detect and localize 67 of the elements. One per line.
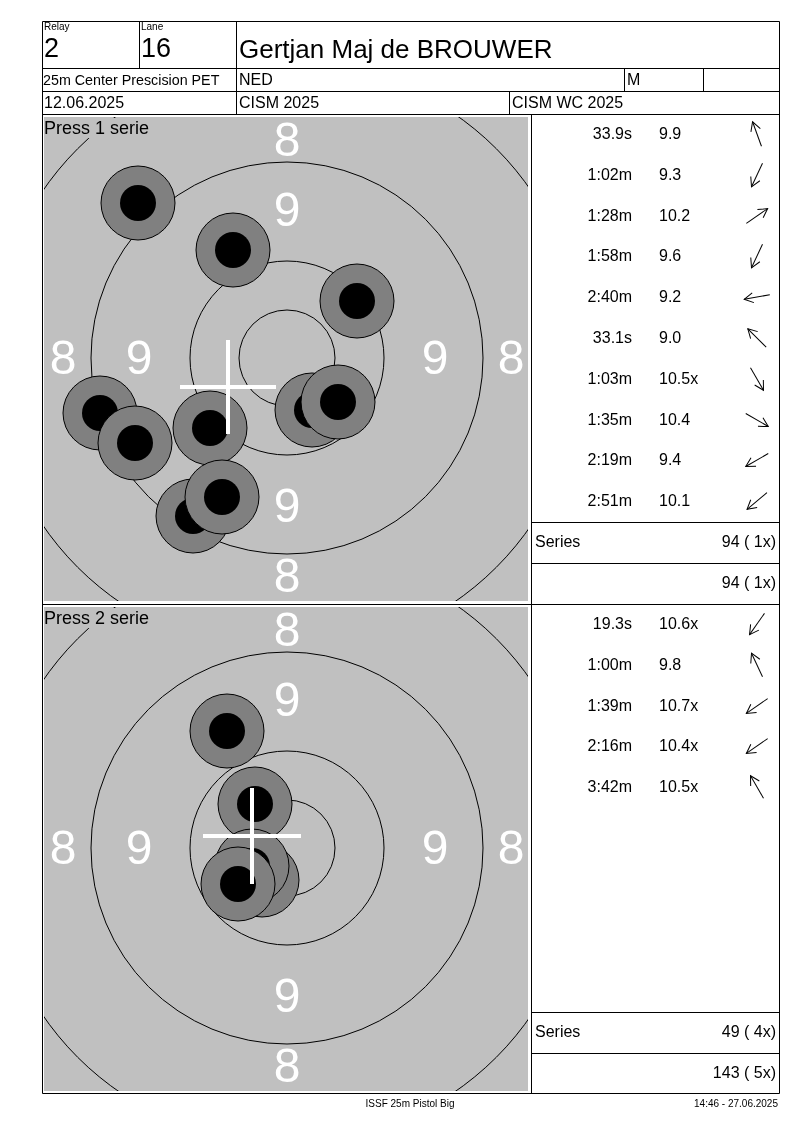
ring-number: 8 — [272, 602, 302, 658]
shot-time: 1:03m — [586, 368, 632, 389]
shot-score: 9.3 — [659, 164, 683, 185]
footer-text: ISSF 25m Pistol Big — [364, 1097, 456, 1110]
shot-time: 1:28m — [586, 205, 632, 226]
ring-number: 8 — [496, 330, 526, 386]
ring-number: 8 — [496, 820, 526, 876]
shot-time: 1:00m — [586, 654, 632, 675]
shot-time: 1:39m — [586, 695, 632, 716]
ring-number: 8 — [272, 1038, 302, 1094]
ring-number: 8 — [48, 820, 78, 876]
shot-time: 2:40m — [586, 287, 632, 308]
ring-number: 8 — [272, 112, 302, 168]
series-title: Press 1 serie — [44, 118, 152, 138]
shot-score: 9.2 — [659, 287, 683, 308]
running-total: 94 ( 1x) — [720, 573, 776, 593]
series-title: Press 2 serie — [44, 608, 152, 628]
shot-time: 33.1s — [591, 328, 632, 348]
shot-score: 10.5x — [659, 368, 700, 389]
nation-code: NED — [239, 70, 274, 90]
shot-time: 2:16m — [586, 736, 632, 757]
shot-score: 9.4 — [659, 450, 683, 471]
shot-score: 10.5x — [659, 777, 700, 798]
shot-score: 9.6 — [659, 246, 683, 267]
ring-number: 9 — [272, 182, 302, 238]
ring-number: 9 — [272, 968, 302, 1024]
ring-number: 9 — [272, 478, 302, 534]
event-name: 25m Center Prescision PET — [43, 71, 221, 90]
match-date: 12.06.2025 — [44, 93, 126, 113]
ring-number: 9 — [420, 330, 450, 386]
shooter-name: Gertjan Maj de BROUWER — [239, 33, 554, 65]
shot-time: 2:51m — [586, 491, 632, 512]
shot-time: 1:02m — [586, 164, 632, 185]
series-caption: Series — [535, 1022, 582, 1042]
shot-score: 10.1 — [659, 491, 692, 512]
shot-score: 9.9 — [659, 124, 683, 144]
shot-time: 33.9s — [591, 124, 632, 144]
shot-score: 10.2 — [659, 205, 692, 226]
ring-number: 8 — [48, 330, 78, 386]
relay-number: 2 — [44, 32, 61, 65]
field-caption: Relay — [44, 21, 71, 33]
shot-score: 10.4 — [659, 409, 692, 430]
ring-number: 9 — [124, 330, 154, 386]
print-timestamp: 14:46 - 27.06.2025 — [693, 1097, 778, 1110]
running-total: 143 ( 5x) — [711, 1063, 776, 1083]
series-total: 94 ( 1x) — [720, 532, 776, 552]
category-code: M — [627, 70, 642, 90]
ring-number: 9 — [124, 820, 154, 876]
shot-time: 1:58m — [586, 246, 632, 267]
shot-time: 19.3s — [591, 614, 632, 634]
lane-number: 16 — [141, 32, 173, 65]
ring-number: 9 — [272, 672, 302, 728]
ring-number: 8 — [272, 548, 302, 604]
shot-score: 10.7x — [659, 695, 700, 716]
shot-score: 10.4x — [659, 736, 700, 757]
series-caption: Series — [535, 532, 582, 552]
competition-name: CISM 2025 — [239, 93, 321, 113]
field-caption: Lane — [141, 21, 165, 33]
shot-score: 9.8 — [659, 654, 683, 675]
shot-score: 9.0 — [659, 328, 683, 348]
shot-time: 2:19m — [586, 450, 632, 471]
ring-number: 9 — [420, 820, 450, 876]
shot-score: 10.6x — [659, 614, 700, 634]
shot-time: 1:35m — [586, 409, 632, 430]
competition-name: CISM WC 2025 — [512, 93, 625, 113]
series-total: 49 ( 4x) — [720, 1022, 776, 1042]
shot-time: 3:42m — [586, 777, 632, 798]
